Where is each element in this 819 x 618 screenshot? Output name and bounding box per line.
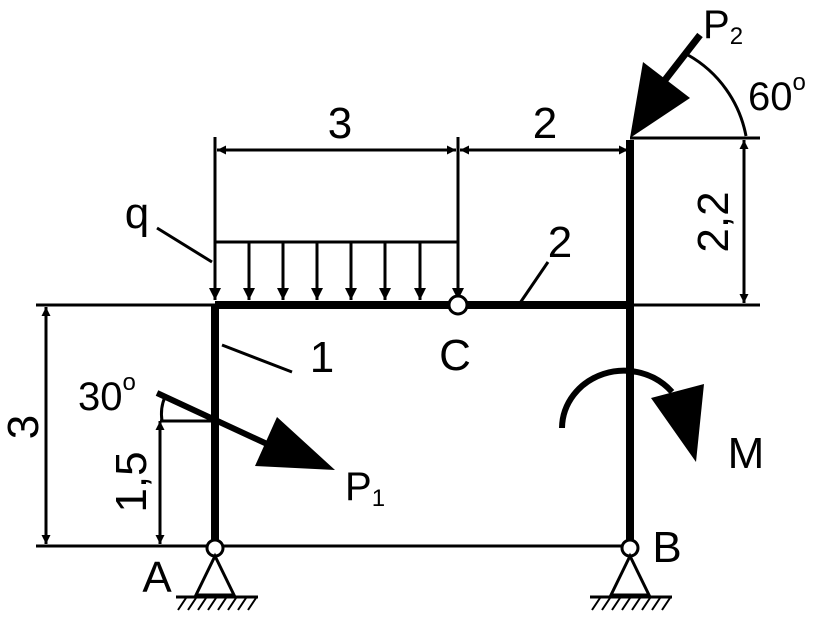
member-2-leader xyxy=(518,261,550,304)
support-a-hatching xyxy=(177,597,257,611)
p2-label-subscript: 2 xyxy=(730,23,743,50)
dim-label-top-left: 3 xyxy=(328,99,352,148)
moment-m-label: M xyxy=(728,429,765,478)
dim-label-left-vertical: 3 xyxy=(0,415,48,439)
hinge-c-label: C xyxy=(439,331,471,380)
frame-members xyxy=(211,140,634,546)
p2-label: P2 xyxy=(703,3,743,50)
dimension-lines xyxy=(41,140,749,544)
distributed-load-q xyxy=(156,226,464,300)
dim-label-p1-height: 1,5 xyxy=(107,451,156,512)
angle-p1-label: 30o xyxy=(78,369,136,419)
p2-angle-arc xyxy=(687,53,748,137)
member-leaders xyxy=(221,261,550,374)
force-p1 xyxy=(155,390,335,470)
p2-arrowhead xyxy=(630,62,690,138)
hinge-c xyxy=(447,294,469,316)
moment-m xyxy=(559,367,704,462)
support-b-label: B xyxy=(652,523,681,572)
moment-arrowhead xyxy=(651,384,704,462)
angle-p2-label: 60o xyxy=(748,69,806,119)
moment-arc xyxy=(559,367,675,429)
member-1-leader xyxy=(221,343,293,374)
dim-label-top-right: 2 xyxy=(533,99,557,148)
force-p2 xyxy=(630,32,748,138)
support-b xyxy=(590,538,672,611)
member-2-label: 2 xyxy=(548,218,572,267)
p1-arrowhead xyxy=(255,417,335,470)
member-1-label: 1 xyxy=(310,333,334,382)
p2-shaft xyxy=(662,32,703,83)
support-a-label: A xyxy=(142,553,172,602)
support-b-triangle xyxy=(608,552,652,597)
p1-label-main: P xyxy=(345,465,372,509)
q-label: q xyxy=(125,189,149,238)
dim-label-right-vertical: 2,2 xyxy=(689,191,738,252)
p1-label-subscript: 1 xyxy=(372,485,385,512)
p2-label-main: P xyxy=(703,3,730,47)
angle-p2-value: 60 xyxy=(748,75,793,119)
q-leader xyxy=(156,226,213,264)
p1-angle-arc xyxy=(159,396,167,422)
angle-p1-value: 30 xyxy=(78,375,123,419)
p1-label: P1 xyxy=(345,465,385,512)
support-a xyxy=(176,538,258,611)
support-b-hatching xyxy=(591,597,671,611)
labels: 3 2 2,2 3 1,5 q 1 2 C A B M P1 P2 30o 60… xyxy=(0,3,806,602)
support-a-triangle xyxy=(193,552,237,597)
p1-shaft xyxy=(155,390,282,453)
angle-p1-degree: o xyxy=(123,369,136,396)
angle-p2-degree: o xyxy=(793,69,806,96)
